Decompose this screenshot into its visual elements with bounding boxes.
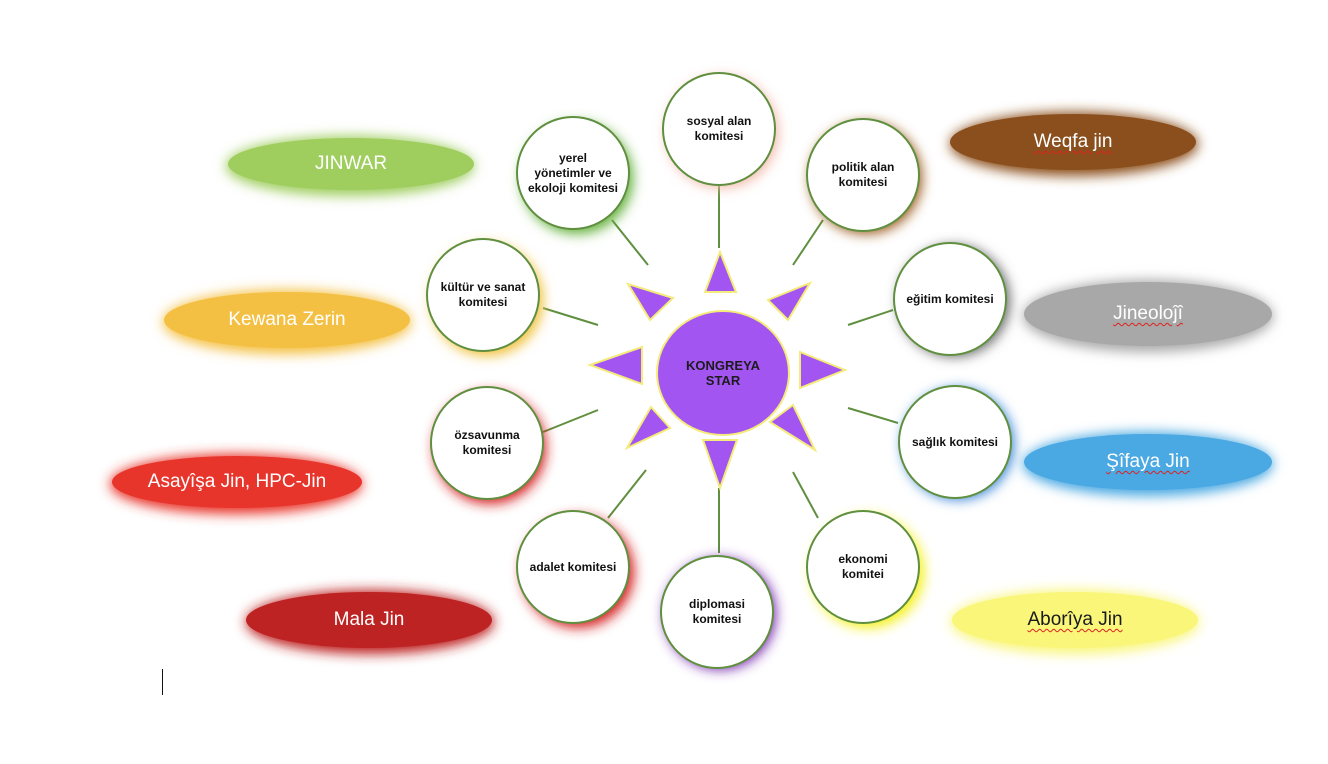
connector-lines (542, 186, 899, 553)
org-label: Kewana Zerin (228, 309, 346, 330)
committee-saglik: sağlık komitesi (898, 385, 1012, 499)
org-label: JINWAR (314, 153, 388, 174)
committee-label: ekonomi komitei (838, 552, 888, 581)
org-label: Mala Jin (333, 609, 405, 630)
committee-ekonomi: ekonomi komitei (806, 510, 920, 624)
committee-egitim: eğitim komitesi (893, 242, 1007, 356)
org-label: Şîfaya Jin (1106, 451, 1190, 472)
org-weqfa-jin: Weqfa jin (950, 114, 1196, 170)
committee-label: politik alan komitesi (831, 160, 895, 189)
connector-line (792, 219, 824, 266)
org-label: Asayîşa Jin, HPC-Jin (147, 471, 327, 492)
org-mala-jin: Mala Jin (246, 592, 492, 648)
connector-line (847, 407, 899, 424)
connector-line (847, 309, 894, 326)
kongreya-star-center: KONGREYA STAR (656, 310, 790, 436)
sun-ray (703, 249, 738, 293)
org-kewana-zerin: Kewana Zerin (164, 292, 410, 348)
connector-line (542, 307, 599, 326)
committee-sosyal: sosyal alan komitesi (662, 72, 776, 186)
org-jinwar: JINWAR (228, 138, 474, 190)
committee-label: yerel yönetimler ve ekoloji komitesi (527, 150, 619, 195)
committee-adalet: adalet komitesi (516, 510, 630, 624)
committee-label: sosyal alan komitesi (686, 114, 752, 143)
committee-label: eğitim komitesi (906, 291, 994, 306)
sun-ray (766, 280, 813, 322)
committee-politik: politik alan komitesi (806, 118, 920, 232)
committee-label: adalet komitesi (529, 559, 617, 574)
sun-ray (624, 405, 672, 451)
org-label: Aborîya Jin (1027, 609, 1123, 630)
committee-kultur: kültür ve sanat komitesi (426, 238, 540, 352)
text-cursor (162, 669, 163, 695)
connector-line (792, 471, 819, 519)
committee-diplomasi: diplomasi komitesi (660, 555, 774, 669)
connector-line (607, 469, 647, 519)
sun-ray (799, 350, 848, 390)
sun-ray (701, 439, 739, 491)
committee-label: diplomasi komitesi (688, 597, 745, 626)
connector-line (611, 219, 649, 266)
committee-ozsavunma: özsavunma komitesi (430, 386, 544, 500)
committee-label: kültür ve sanat komitesi (440, 280, 526, 309)
committee-label: sağlık komitesi (911, 434, 999, 449)
org-asayisa-jin: Asayîşa Jin, HPC-Jin (112, 456, 362, 508)
org-label: Weqfa jin (1033, 131, 1113, 152)
org-sifaya-jin: Şîfaya Jin (1024, 434, 1272, 490)
org-jineoloji: Jineoloĵî (1024, 282, 1272, 346)
sun-ray (625, 282, 675, 322)
center-label: KONGREYA STAR (686, 358, 760, 388)
committee-label: özsavunma komitesi (454, 428, 520, 457)
org-aboriya-jin: Aborîya Jin (952, 592, 1198, 648)
committee-yerel: yerel yönetimler ve ekoloji komitesi (516, 116, 630, 230)
sun-rays (587, 249, 848, 491)
sun-ray (768, 403, 818, 453)
org-label: Jineoloĵî (1113, 303, 1183, 324)
connector-line (542, 409, 599, 433)
sun-ray (587, 345, 643, 386)
